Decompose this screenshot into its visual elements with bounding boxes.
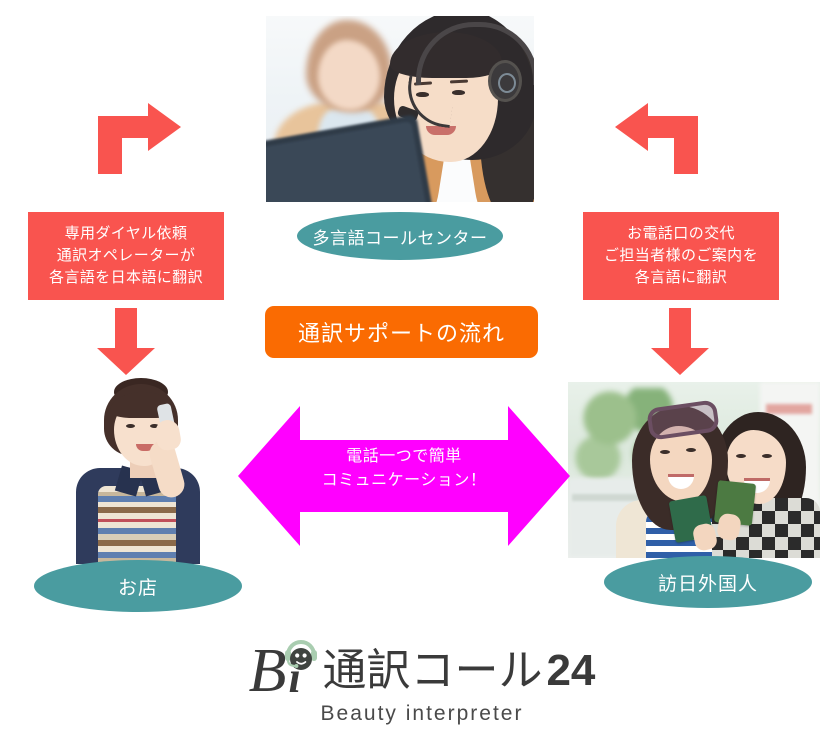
operator-mouth xyxy=(426,126,456,135)
visitor-node-label-text: 訪日外国人 xyxy=(657,573,758,595)
visitor-1-eye-left xyxy=(660,450,670,454)
left-step-line-3: 各言語を日本語に翻訳 xyxy=(48,268,203,286)
logo-wordmark-row: B i 通訳コール 24 xyxy=(212,638,632,704)
background-operator-face xyxy=(318,40,380,110)
staff-striped-apron xyxy=(98,486,176,564)
background-sign xyxy=(766,404,812,414)
right-step-box: お電話口の交代 ご担当者様のご案内を 各言語に翻訳 xyxy=(583,212,779,300)
staff-eye-right xyxy=(150,424,159,428)
logo-letter-i-wrapper: i xyxy=(284,640,318,702)
staff-eye-left xyxy=(126,424,135,428)
visitor-1-eye-right xyxy=(686,448,696,452)
right-step-line-1: お電話口の交代 xyxy=(627,225,735,243)
right-arrow-down xyxy=(648,308,712,381)
right-elbow-arrow-up-left xyxy=(614,102,700,179)
call-center-label-text: 多言語コールセンター xyxy=(312,228,488,248)
left-step-box: 専用ダイヤル依頼 通訳オペレーターが 各言語を日本語に翻訳 xyxy=(28,212,224,300)
flow-title-banner: 通訳サポートの流れ xyxy=(265,306,538,358)
operator-eye-right xyxy=(452,90,465,95)
staff-mouth xyxy=(136,444,154,451)
shop-staff-photo xyxy=(62,378,214,564)
background-rail xyxy=(572,494,692,501)
flow-title-text: 通訳サポートの流れ xyxy=(297,321,505,346)
brand-logo: B i 通訳コール 24 Beauty interpreter xyxy=(212,638,632,742)
visitor-node-label: 訪日外国人 xyxy=(604,556,812,608)
two-way-communication-arrow xyxy=(238,404,570,548)
shop-node-label: お店 xyxy=(34,560,242,612)
foreign-visitors-photo xyxy=(568,382,820,558)
visitor-1-mouth xyxy=(668,474,694,489)
visitor-2-eye-right xyxy=(762,454,772,458)
headset-avatar-icon xyxy=(285,640,318,670)
right-step-line-3: 各言語に翻訳 xyxy=(634,268,728,286)
left-step-line-2: 通訳オペレーターが xyxy=(56,247,196,265)
logo-letter-b: B xyxy=(248,637,287,705)
headset-earcup-icon xyxy=(488,60,522,102)
call-center-photo xyxy=(266,16,534,202)
right-step-line-2: ご担当者様のご案内を xyxy=(603,247,758,265)
logo-product-name: 通訳コール xyxy=(322,646,543,695)
operator-eye-left xyxy=(416,92,429,97)
visitor-2-eye-left xyxy=(736,454,746,458)
logo-tagline: Beauty interpreter xyxy=(320,702,524,725)
visitor-1-face xyxy=(650,426,712,502)
call-center-label-pill: 多言語コールセンター xyxy=(297,212,503,260)
left-step-line-1: 専用ダイヤル依頼 xyxy=(64,225,188,243)
left-elbow-arrow-up-right xyxy=(96,102,182,179)
left-arrow-down xyxy=(94,308,158,381)
logo-product-number: 24 xyxy=(546,646,596,695)
shop-node-label-text: お店 xyxy=(117,577,158,599)
